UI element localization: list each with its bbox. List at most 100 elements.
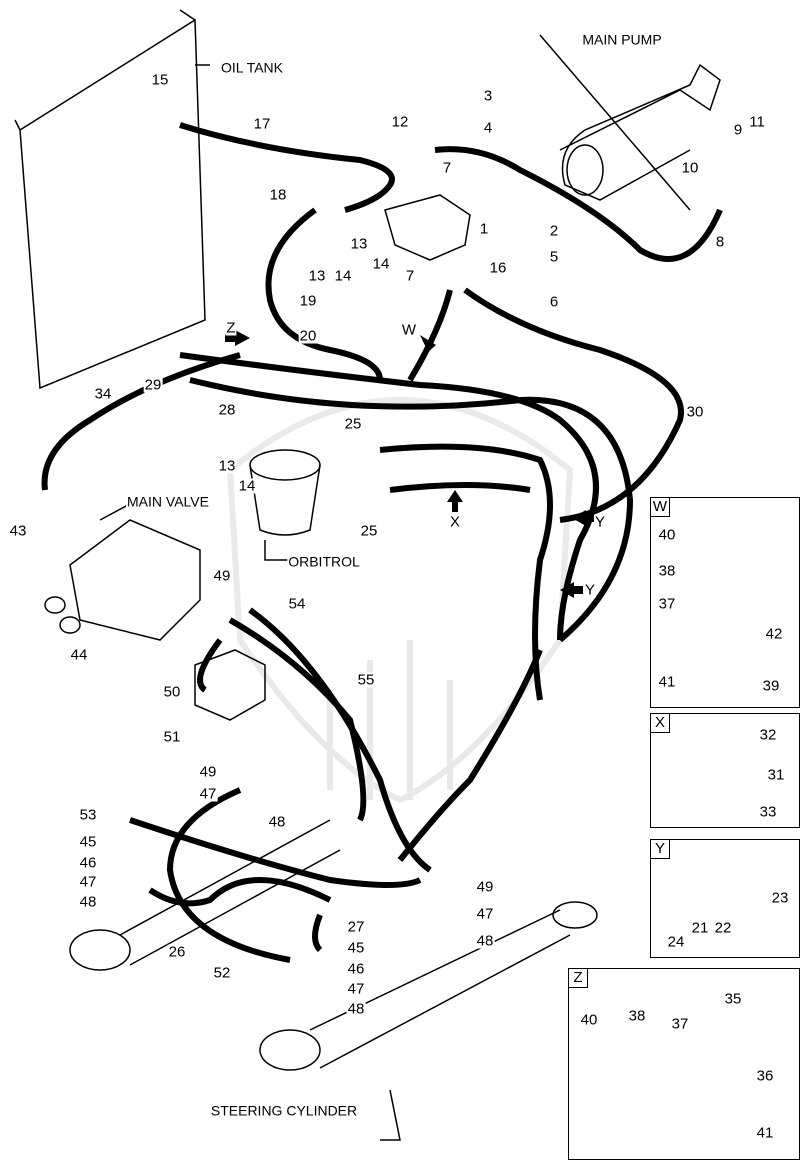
inset-x <box>650 713 800 828</box>
part-callout: 7 <box>441 159 453 177</box>
main-valve-label: MAIN VALVE <box>126 493 210 510</box>
inset-part-callout: 40 <box>579 1011 599 1029</box>
part-callout: 48 <box>346 1000 366 1018</box>
part-callout: 5 <box>548 248 560 266</box>
watermark-logo <box>226 397 574 804</box>
oil-tank-outline <box>19 18 206 390</box>
steering-cylinder-shape <box>69 819 598 1141</box>
part-callout: 51 <box>162 728 182 746</box>
part-callout: 26 <box>167 943 187 961</box>
main-pump-label: MAIN PUMP <box>581 31 663 48</box>
inset-part-callout: 38 <box>627 1007 647 1025</box>
view-marker-label: Y <box>583 581 597 599</box>
inset-part-callout: 21 <box>690 919 710 937</box>
part-callout: 48 <box>267 813 287 831</box>
part-callout: 14 <box>371 255 391 273</box>
part-callout: 6 <box>548 293 560 311</box>
inset-part-callout: 38 <box>657 562 677 580</box>
part-callout: 49 <box>212 567 232 585</box>
part-callout: 44 <box>69 646 89 664</box>
part-callout: 8 <box>714 233 726 251</box>
part-callout: 29 <box>143 376 163 394</box>
inset-y <box>650 839 800 958</box>
part-callout: 54 <box>287 595 307 613</box>
part-callout: 14 <box>333 267 353 285</box>
part-callout: 19 <box>298 292 318 310</box>
part-callout: 34 <box>93 385 113 403</box>
part-callout: 47 <box>198 785 218 803</box>
inset-part-callout: 35 <box>723 990 743 1008</box>
part-callout: 27 <box>346 918 366 936</box>
inset-part-callout: 32 <box>758 726 778 744</box>
inset-part-callout: 40 <box>657 526 677 544</box>
inset-part-callout: 41 <box>657 673 677 691</box>
part-callout: 11 <box>748 113 766 131</box>
inset-z-title: Z <box>568 968 588 988</box>
part-callout: 45 <box>78 833 98 851</box>
part-callout: 13 <box>217 457 237 475</box>
part-callout: 25 <box>359 522 379 540</box>
inset-z <box>568 968 800 1160</box>
part-callout: 43 <box>8 522 28 540</box>
part-callout: 45 <box>346 939 366 957</box>
part-callout: 9 <box>732 121 744 139</box>
part-callout: 55 <box>356 671 376 689</box>
part-callout: 46 <box>78 854 98 872</box>
part-callout: 50 <box>162 683 182 701</box>
part-callout: 49 <box>475 878 495 896</box>
inset-part-callout: 24 <box>666 933 686 951</box>
part-callout: 20 <box>298 327 318 345</box>
part-callout: 30 <box>685 403 705 421</box>
part-callout: 12 <box>390 113 410 131</box>
inset-w <box>650 497 800 708</box>
inset-x-title: X <box>650 713 670 733</box>
priority-valve-shape <box>194 194 471 721</box>
part-callout: 18 <box>268 186 288 204</box>
inset-part-callout: 39 <box>761 677 781 695</box>
part-callout: 17 <box>252 115 272 133</box>
inset-y-title: Y <box>650 839 670 859</box>
inset-part-callout: 33 <box>758 803 778 821</box>
inset-part-callout: 41 <box>755 1124 775 1142</box>
part-callout: 7 <box>404 267 416 285</box>
view-marker-label: W <box>400 321 418 339</box>
oil-tank-label: OIL TANK <box>220 59 284 76</box>
part-callout: 52 <box>212 964 232 982</box>
part-callout: 13 <box>349 235 369 253</box>
part-callout: 28 <box>217 401 237 419</box>
inset-part-callout: 36 <box>755 1067 775 1085</box>
part-callout: 47 <box>475 905 495 923</box>
part-callout: 4 <box>482 119 494 137</box>
view-marker-label: X <box>448 513 462 531</box>
part-callout: 14 <box>237 477 257 495</box>
part-callout: 49 <box>198 763 218 781</box>
inset-part-callout: 31 <box>766 766 786 784</box>
part-callout: 48 <box>475 932 495 950</box>
part-callout: 13 <box>307 267 327 285</box>
part-callout: 3 <box>482 87 494 105</box>
inset-part-callout: 22 <box>713 919 733 937</box>
view-marker-label: Y <box>593 513 607 531</box>
orbitrol-shape <box>249 449 321 536</box>
view-marker-label: Z <box>225 319 237 337</box>
inset-part-callout: 37 <box>657 595 677 613</box>
inset-part-callout: 37 <box>670 1015 690 1033</box>
orbitrol-label: ORBITROL <box>287 553 361 570</box>
part-callout: 53 <box>78 806 98 824</box>
part-callout: 15 <box>150 71 170 89</box>
hoses <box>41 122 723 963</box>
inset-part-callout: 42 <box>764 625 784 643</box>
part-callout: 47 <box>346 980 366 998</box>
part-callout: 1 <box>478 220 490 238</box>
part-callout: 46 <box>346 960 366 978</box>
main-valve-shape <box>44 519 201 641</box>
part-callout: 10 <box>680 159 700 177</box>
part-callout: 48 <box>78 893 98 911</box>
steering-cylinder-label: STEERING CYLINDER <box>209 1102 359 1119</box>
part-callout: 25 <box>343 415 363 433</box>
part-callout: 2 <box>548 222 560 240</box>
part-callout: 47 <box>78 873 98 891</box>
part-callout: 16 <box>488 259 508 277</box>
